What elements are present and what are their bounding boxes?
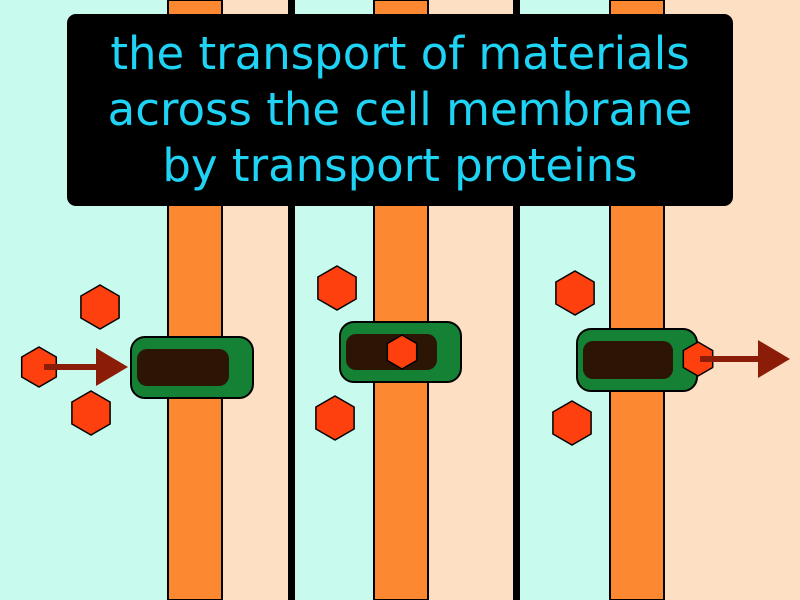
transport-protein-icon: [576, 328, 698, 392]
hexagon-molecule-icon: [552, 400, 592, 446]
hexagon-molecule-icon: [386, 334, 418, 370]
molecules: [20, 265, 714, 446]
hexagon-molecule-icon: [317, 265, 357, 311]
hexagon-molecule-icon: [80, 284, 120, 330]
arrow-shaft: [700, 356, 760, 362]
protein-channel: [583, 341, 673, 379]
caption-box: the transport of materials across the ce…: [67, 14, 733, 206]
movement-arrows: [44, 340, 790, 386]
arrow-head: [96, 348, 128, 386]
hexagon-molecule-icon: [555, 270, 595, 316]
caption-line-3: by transport proteins: [162, 139, 638, 192]
panel-divider-2: [513, 0, 520, 600]
caption-line-2: across the cell membrane: [107, 83, 693, 136]
hexagon-molecule-icon: [315, 395, 355, 441]
hexagon-molecule-icon: [20, 346, 58, 388]
hexagon-molecule-icon: [71, 390, 111, 436]
right-arrow-icon: [700, 340, 790, 378]
caption-line-1: the transport of materials: [110, 27, 690, 80]
hexagon-molecule-icon: [682, 341, 714, 377]
transport-protein-icon: [130, 336, 254, 399]
protein-channel: [137, 349, 229, 386]
panel-divider-1: [288, 0, 295, 600]
right-arrow-icon: [44, 348, 128, 386]
arrow-head: [758, 340, 790, 378]
arrow-shaft: [44, 364, 98, 370]
